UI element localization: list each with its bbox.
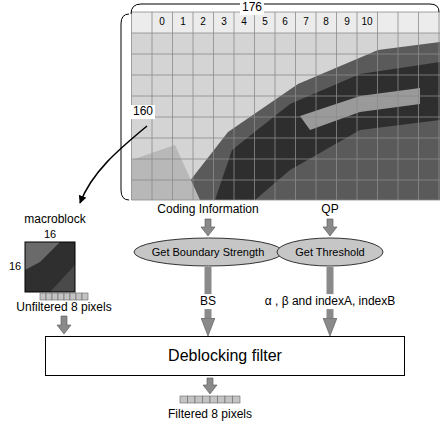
- output-name: Filtered 8 pixels: [168, 408, 252, 422]
- signal-name: BS: [197, 294, 219, 310]
- column-number: 7: [303, 16, 309, 28]
- zoom-arrow: [80, 126, 147, 203]
- process-box: Deblocking filter: [45, 336, 405, 376]
- dimension: 160: [131, 105, 155, 119]
- dimension: 16: [44, 228, 56, 241]
- node-label: Get Boundary Strength: [152, 246, 265, 259]
- dimension: 176: [240, 1, 264, 15]
- column-number: 5: [262, 16, 268, 28]
- signal-name: α , β and indexA, indexB: [262, 294, 399, 310]
- column-number: 10: [361, 16, 372, 28]
- column-number: 9: [344, 16, 350, 28]
- column-number: 0: [159, 16, 165, 28]
- column-number: 8: [323, 16, 329, 28]
- height-bracket: [121, 14, 129, 200]
- macroblock-image: [25, 242, 75, 292]
- caption-text: Unfiltered 8 pixels: [16, 301, 111, 315]
- node-label: Deblocking filter: [168, 347, 282, 365]
- column-number: 2: [200, 16, 206, 28]
- input-name: Coding Information: [157, 203, 258, 217]
- process-ellipse: Get Boundary Strength: [133, 237, 284, 267]
- input-name: QP: [321, 203, 338, 217]
- pixel-strip: [40, 293, 88, 300]
- column-number: 1: [180, 16, 186, 28]
- node-label: Get Threshold: [295, 246, 365, 259]
- width-bracket: [131, 4, 439, 14]
- column-number: 6: [282, 16, 288, 28]
- video-frame: [132, 12, 441, 200]
- column-number: 4: [241, 16, 247, 28]
- process-ellipse: Get Threshold: [276, 237, 384, 267]
- part-name: macroblock: [24, 213, 85, 227]
- pixel-strip: [180, 396, 240, 403]
- column-number: 3: [221, 16, 227, 28]
- dimension: 16: [9, 260, 21, 273]
